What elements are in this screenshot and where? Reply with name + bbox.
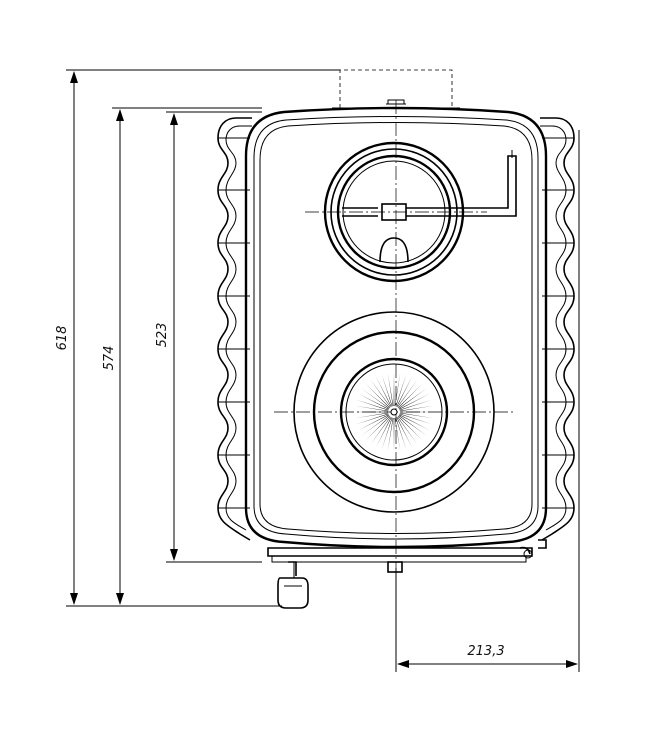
perforation-slot: [358, 393, 389, 410]
perforation-slot: [375, 376, 392, 407]
perforation-slot: [396, 376, 413, 407]
perforation-slot: [399, 399, 432, 411]
perforation-slot: [398, 415, 427, 436]
perforation-slot: [399, 414, 430, 431]
perforation-slot: [381, 417, 393, 450]
perforation-slot: [399, 413, 432, 425]
dim-half-width: 213,3: [467, 644, 504, 659]
center-lines: [274, 100, 516, 575]
perforation-slot: [393, 418, 395, 452]
perforation-slot: [375, 417, 392, 448]
perforation-slot: [358, 414, 389, 431]
outer-shell: [217, 117, 575, 541]
perforation-slot: [400, 411, 434, 413]
perforation-slot: [356, 413, 389, 425]
base-frame: [267, 539, 547, 573]
perforation-slot: [354, 412, 389, 419]
perforation-slot: [399, 405, 434, 412]
perforation-slot: [354, 411, 388, 413]
perforation-slot: [365, 383, 390, 408]
perforation-slot: [387, 417, 394, 452]
perforation-slot: [361, 415, 390, 436]
dim-body-height: 574: [102, 346, 117, 371]
perforation-slot: [381, 374, 393, 407]
perforation-slot: [387, 372, 394, 407]
perforation-slot: [399, 393, 430, 410]
dimension-lines: [66, 69, 580, 672]
perforation-slot: [399, 412, 434, 419]
perforation-slot: [361, 388, 390, 409]
perforation-slot: [370, 416, 391, 445]
perforation-slot: [365, 416, 390, 441]
perforation-slot: [398, 416, 423, 441]
perforation-slot: [398, 383, 423, 408]
perforation-burst: [354, 372, 434, 452]
air-intake-disc: [293, 311, 495, 513]
perforation-slot: [354, 405, 389, 412]
perforation-slot: [394, 417, 401, 452]
perforation-slot: [395, 417, 407, 450]
perforation-slot: [356, 399, 389, 411]
perforation-slot: [370, 379, 391, 408]
perforation-slot: [395, 374, 407, 407]
perforation-slot: [397, 379, 418, 408]
perforation-slot: [396, 417, 413, 448]
air-vent-assembly: [323, 141, 517, 283]
dim-front-height: 523: [155, 323, 170, 348]
perforation-slot: [393, 372, 395, 406]
perforation-slot: [394, 372, 401, 407]
perforation-slot: [398, 388, 427, 409]
front-panel: [244, 106, 548, 549]
control-knob: [277, 561, 309, 609]
perforation-slot: [397, 416, 418, 445]
dim-total-height: 618: [55, 326, 70, 351]
